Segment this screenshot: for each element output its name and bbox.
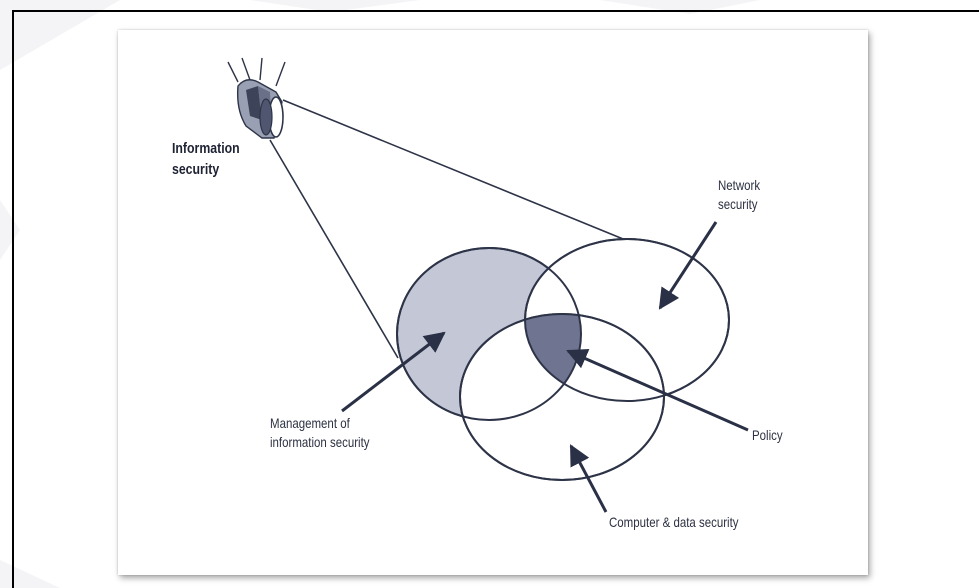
arrow-network: [658, 221, 718, 310]
arrow-computer: [569, 444, 608, 513]
projection-line-top: [282, 99, 651, 251]
network-security-label: Network security: [718, 177, 761, 212]
management-label: Management of information security: [270, 415, 370, 450]
arrow-management: [341, 331, 446, 413]
management-outline: [396, 247, 582, 421]
policy-label: Policy: [752, 427, 783, 443]
computer-outline: [459, 313, 665, 481]
projection-line-bottom: [269, 139, 399, 359]
image-frame: [12, 10, 979, 588]
arrow-policy: [566, 348, 749, 432]
computer-data-security-label: Computer & data security: [609, 514, 739, 530]
magnifier-lens-icon: [227, 57, 286, 139]
information-security-label: Information security: [172, 140, 240, 178]
